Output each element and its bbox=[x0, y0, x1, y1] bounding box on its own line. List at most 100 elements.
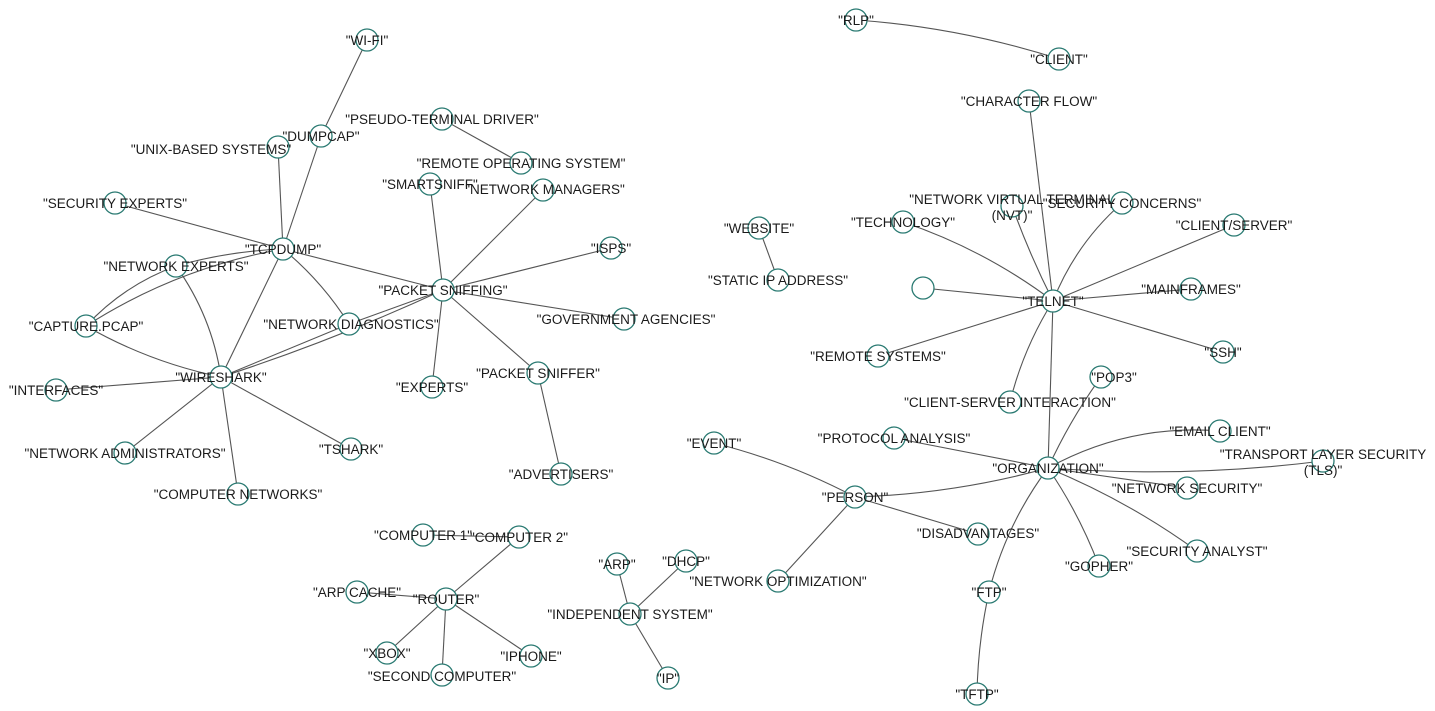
node-label-isps: "ISPS" bbox=[591, 241, 632, 256]
node-label-second-computer: "SECOND COMPUTER" bbox=[368, 669, 517, 684]
node-net-experts[interactable] bbox=[164, 254, 188, 278]
node-net-optimization[interactable] bbox=[766, 569, 790, 593]
node-capture[interactable] bbox=[74, 314, 98, 338]
node-pop3[interactable] bbox=[1089, 365, 1113, 389]
node-disadvantages[interactable] bbox=[966, 522, 990, 546]
edge-unlabeled-telnet bbox=[922, 287, 1054, 302]
edge-isps-packet-sniffing bbox=[442, 247, 612, 291]
node-tshark[interactable] bbox=[339, 437, 363, 461]
node-label-router: "ROUTER" bbox=[413, 592, 480, 607]
node-event[interactable] bbox=[702, 431, 726, 455]
node-label-computer1: "COMPUTER 1" bbox=[374, 528, 472, 543]
edge-smartsniff-packet-sniffing bbox=[429, 183, 444, 291]
node-label-person: "PERSON" bbox=[822, 490, 889, 505]
node-packet-sniffer[interactable] bbox=[526, 361, 550, 385]
node-gov[interactable] bbox=[612, 307, 636, 331]
node-ftp[interactable] bbox=[977, 580, 1001, 604]
node-mainframes[interactable] bbox=[1179, 277, 1203, 301]
node-gopher[interactable] bbox=[1087, 554, 1111, 578]
node-indep-system[interactable] bbox=[618, 602, 642, 626]
edge-client-server-telnet bbox=[1052, 224, 1235, 302]
node-label-unix: "UNIX-BASED SYSTEMS" bbox=[131, 142, 292, 157]
edge-packet-sniffer-advertisers bbox=[537, 372, 562, 475]
node-label-tshark: "TSHARK" bbox=[319, 442, 384, 457]
edge-sec-concerns-telnet bbox=[1052, 202, 1123, 302]
node-arp[interactable] bbox=[605, 552, 629, 576]
node-net-security[interactable] bbox=[1175, 476, 1199, 500]
node-sec-experts[interactable] bbox=[103, 191, 127, 215]
node-label-ip: "IP" bbox=[657, 671, 680, 686]
node-dhcp[interactable] bbox=[674, 549, 698, 573]
node-label-tls: "TRANSPORT LAYER SECURITY(TLS)" bbox=[1220, 447, 1427, 478]
node-label-gov: "GOVERNMENT AGENCIES" bbox=[537, 312, 716, 327]
edge-remote-systems-telnet bbox=[877, 300, 1054, 357]
node-rlp[interactable] bbox=[844, 8, 868, 32]
node-isps[interactable] bbox=[599, 236, 623, 260]
node-remote-systems[interactable] bbox=[866, 344, 890, 368]
node-wireshark[interactable] bbox=[209, 365, 233, 389]
node-unlabeled[interactable] bbox=[911, 276, 935, 300]
node-client[interactable] bbox=[1047, 47, 1071, 71]
node-protocol-analysis[interactable] bbox=[882, 426, 906, 450]
edge-technology-telnet bbox=[902, 221, 1054, 302]
node-wifi[interactable] bbox=[355, 28, 379, 52]
node-label-ftp: "FTP" bbox=[971, 585, 1006, 600]
node-organization[interactable] bbox=[1036, 456, 1060, 480]
node-net-managers[interactable] bbox=[531, 178, 555, 202]
node-packet-sniffing[interactable] bbox=[431, 278, 455, 302]
node-label-net-optimization: "NETWORK OPTIMIZATION" bbox=[689, 574, 867, 589]
node-tls[interactable] bbox=[1311, 449, 1335, 473]
node-unix[interactable] bbox=[266, 135, 290, 159]
node-label-mainframes: "MAINFRAMES" bbox=[1141, 282, 1241, 297]
node-router[interactable] bbox=[434, 587, 458, 611]
node-person[interactable] bbox=[843, 485, 867, 509]
node-ip[interactable] bbox=[656, 666, 680, 690]
node-net-admins[interactable] bbox=[113, 441, 137, 465]
edge-email-client-organization bbox=[1047, 429, 1221, 469]
node-tftp[interactable] bbox=[965, 682, 989, 706]
node-nvt[interactable] bbox=[1000, 194, 1024, 218]
node-sec-concerns[interactable] bbox=[1110, 191, 1134, 215]
node-experts[interactable] bbox=[420, 375, 444, 399]
node-interfaces[interactable] bbox=[44, 378, 68, 402]
edge-mainframes-telnet bbox=[1052, 288, 1192, 302]
node-computer1[interactable] bbox=[411, 523, 435, 547]
node-label-packet-sniffer: "PACKET SNIFFER" bbox=[476, 366, 600, 381]
node-client-server[interactable] bbox=[1222, 213, 1246, 237]
node-label-static-ip: "STATIC IP ADDRESS" bbox=[708, 273, 848, 288]
node-second-computer[interactable] bbox=[430, 663, 454, 687]
node-static-ip[interactable] bbox=[766, 268, 790, 292]
node-sec-analyst[interactable] bbox=[1185, 539, 1209, 563]
edge-tcpdump-wireshark bbox=[220, 248, 284, 378]
node-label-pseudo: "PSEUDO-TERMINAL DRIVER" bbox=[345, 112, 539, 127]
node-email-client[interactable] bbox=[1208, 419, 1232, 443]
node-dumpcap[interactable] bbox=[309, 124, 333, 148]
node-net-diag[interactable] bbox=[337, 312, 361, 336]
node-xbox[interactable] bbox=[375, 641, 399, 665]
node-label-packet-sniffing: "PACKET SNIFFING" bbox=[378, 283, 507, 298]
edge-interfaces-wireshark bbox=[55, 376, 222, 391]
node-remote-os[interactable] bbox=[509, 151, 533, 175]
node-technology[interactable] bbox=[891, 210, 915, 234]
node-cs-interaction[interactable] bbox=[998, 390, 1022, 414]
node-label-event: "EVENT" bbox=[687, 436, 742, 451]
node-iphone[interactable] bbox=[519, 644, 543, 668]
node-advertisers[interactable] bbox=[549, 462, 573, 486]
node-smartsniff[interactable] bbox=[418, 172, 442, 196]
node-label-client: "CLIENT" bbox=[1030, 52, 1088, 67]
node-ssh[interactable] bbox=[1211, 340, 1235, 364]
node-label-sec-experts: "SECURITY EXPERTS" bbox=[43, 196, 187, 211]
node-pseudo[interactable] bbox=[430, 107, 454, 131]
node-computer2[interactable] bbox=[507, 525, 531, 549]
node-label-net-experts: "NETWORK EXPERTS" bbox=[103, 259, 248, 274]
node-tcpdump[interactable] bbox=[271, 237, 295, 261]
edge-tshark-wireshark bbox=[220, 376, 352, 450]
node-label-email-client: "EMAIL CLIENT" bbox=[1169, 424, 1271, 439]
node-website[interactable] bbox=[747, 216, 771, 240]
node-comp-networks[interactable] bbox=[226, 482, 250, 506]
node-telnet[interactable] bbox=[1041, 289, 1065, 313]
node-arp-cache[interactable] bbox=[345, 580, 369, 604]
edge-net-admins-wireshark bbox=[124, 376, 222, 454]
node-char-flow[interactable] bbox=[1017, 89, 1041, 113]
node-label-pop3: "POP3" bbox=[1091, 370, 1137, 385]
